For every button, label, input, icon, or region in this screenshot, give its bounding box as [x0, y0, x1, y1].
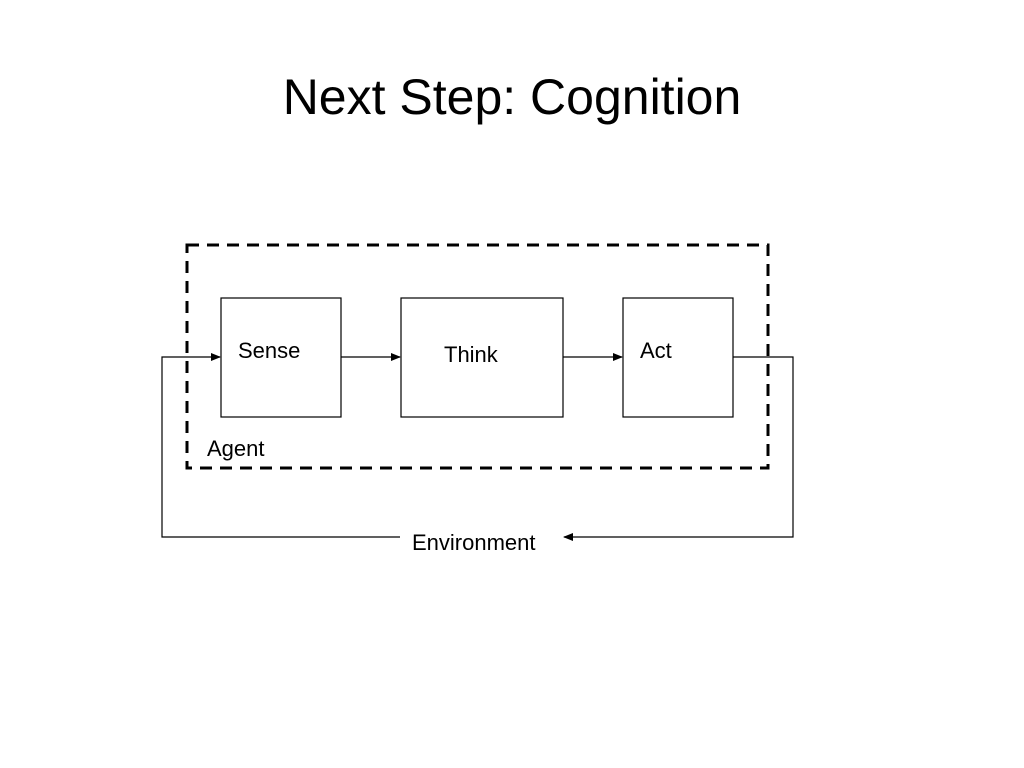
act-label: Act [640, 338, 672, 363]
think-label: Think [444, 342, 499, 367]
arrow-act-to-environment [563, 356, 794, 541]
slide-title: Next Step: Cognition [282, 69, 742, 125]
sense-box [220, 297, 342, 418]
act-box [622, 297, 734, 418]
sense-label: Sense [238, 338, 300, 363]
arrow-environment-to-sense [161, 353, 400, 538]
agent-label: Agent [207, 436, 265, 461]
environment-label: Environment [412, 530, 536, 555]
agent-boundary [185, 243, 770, 470]
